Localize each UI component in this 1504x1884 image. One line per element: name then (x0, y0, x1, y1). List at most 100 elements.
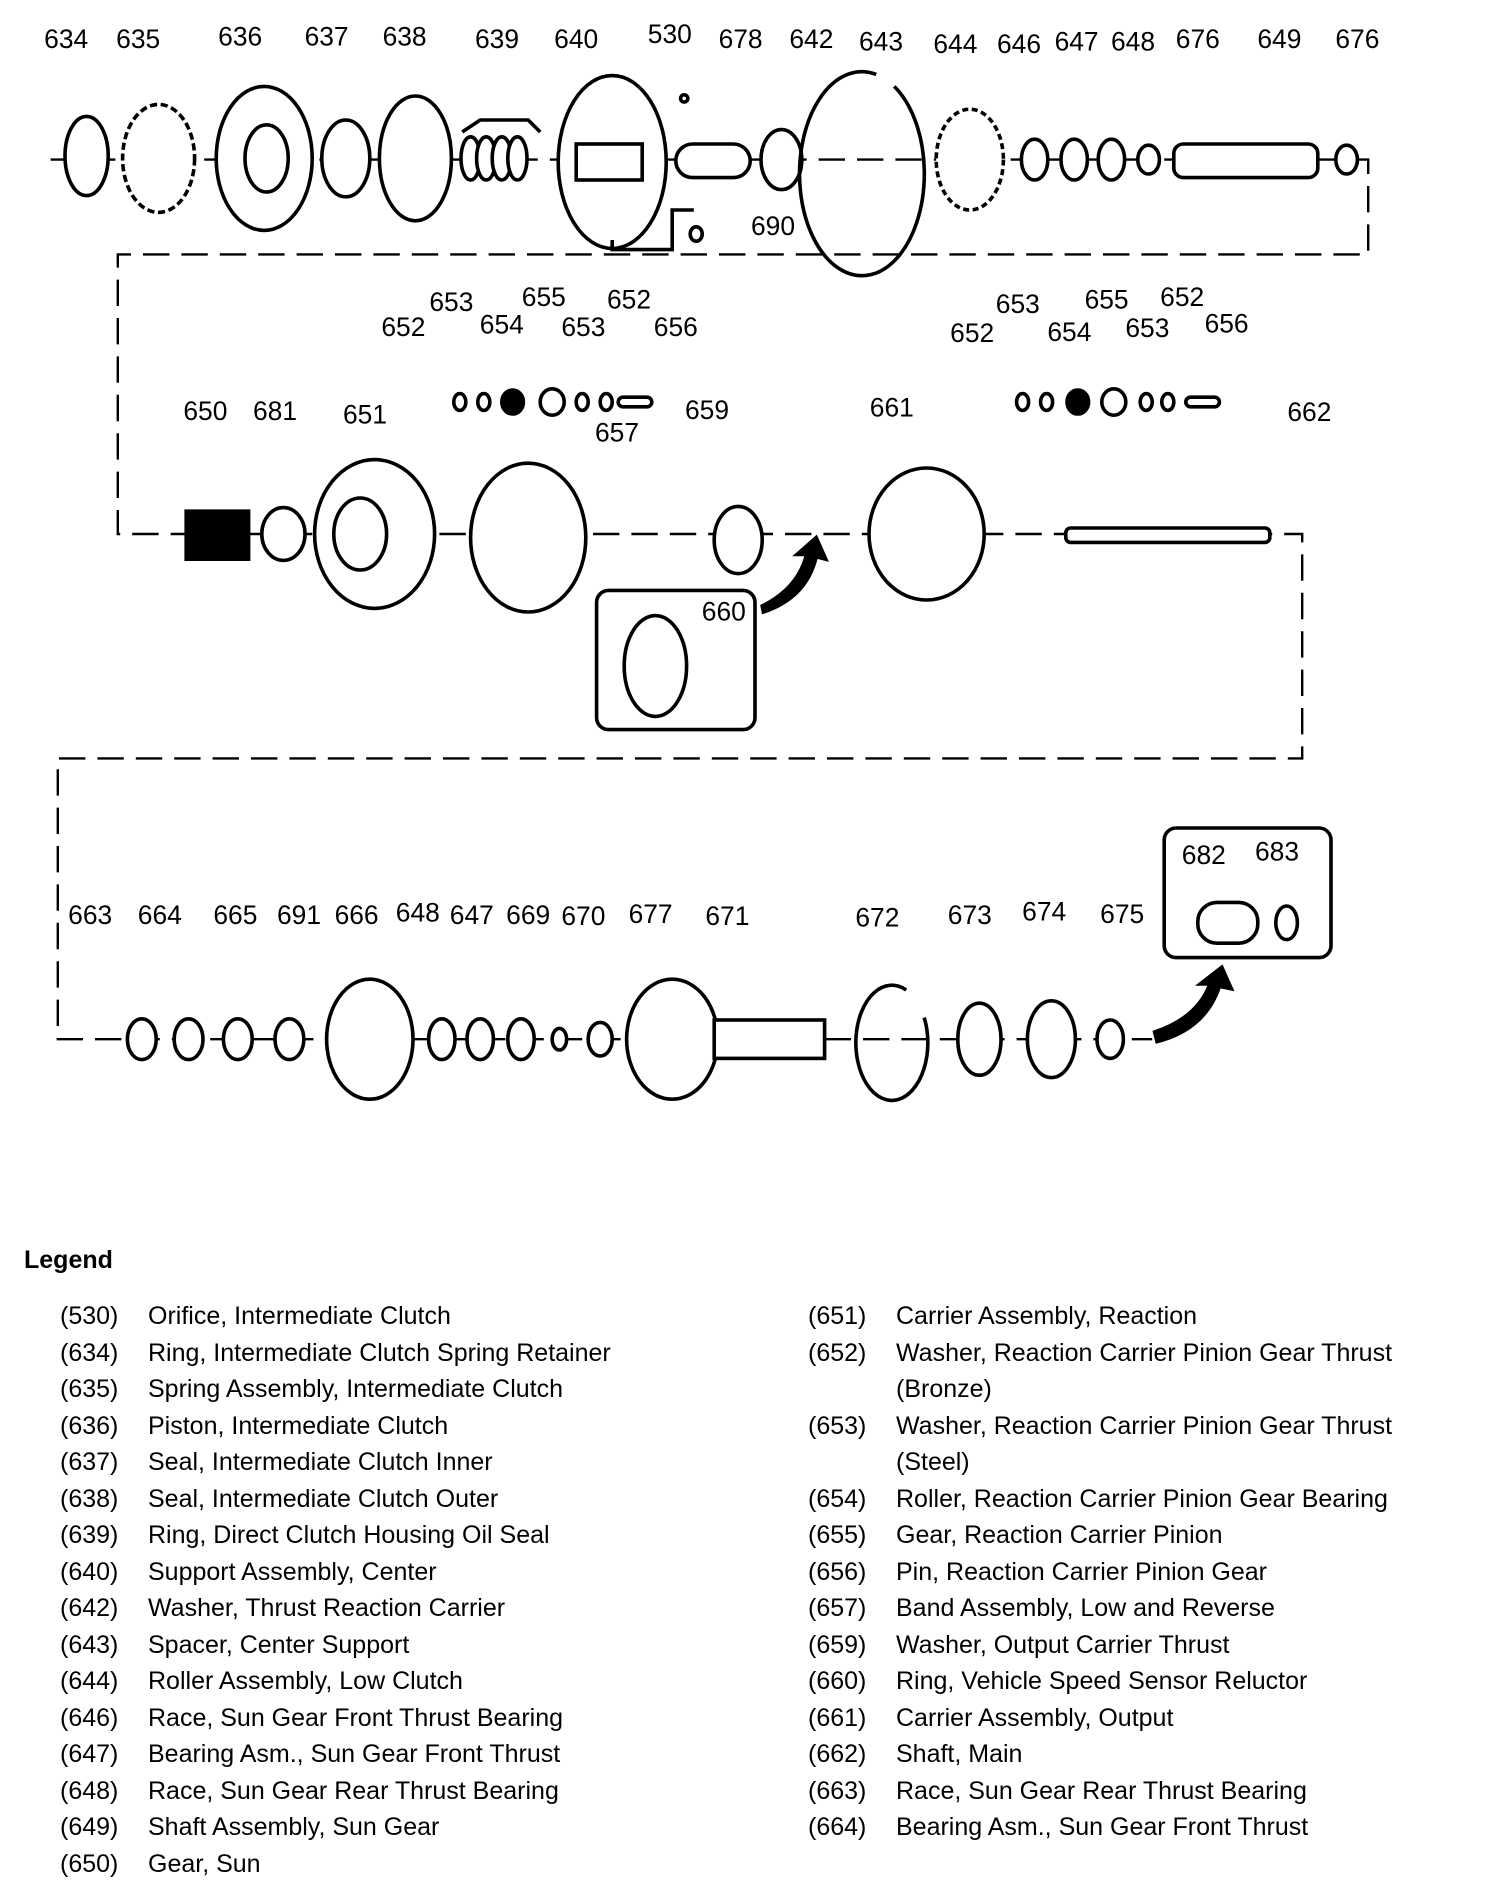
part-669 (505, 1017, 536, 1062)
callout-label: 642 (789, 24, 833, 54)
legend-number: (664) (808, 1813, 867, 1841)
legend-entry: (635)Spring Assembly, Intermediate Clutc… (60, 1371, 668, 1408)
legend-number: (655) (808, 1521, 867, 1549)
callout-label: 678 (719, 24, 763, 54)
legend-description: Carrier Assembly, Output (896, 1703, 1174, 1732)
legend-description: Race, Sun Gear Front Thrust Bearing (148, 1703, 564, 1732)
legend-entry: (637)Seal, Intermediate Clutch Inner (60, 1444, 668, 1481)
callout-label: 652 (607, 284, 651, 314)
legend-description: Roller, Reaction Carrier Pinion Gear Bea… (896, 1484, 1388, 1513)
callout-label: 674 (1022, 896, 1066, 926)
legend-entry: (659)Washer, Output Carrier Thrust (808, 1627, 1416, 1664)
callout-label: 652 (381, 312, 425, 342)
legend-entry: (662)Shaft, Main (808, 1736, 1416, 1773)
callout-label: 653 (429, 287, 473, 317)
callout-label: 683 (1255, 836, 1299, 866)
legend-entry: (530) Orifice, Intermediate Clutch (60, 1298, 668, 1335)
legend-number: (656) (808, 1557, 867, 1586)
callout-label: 647 (1055, 26, 1099, 56)
part-637-seal (319, 118, 372, 199)
legend-entry: (646)Race, Sun Gear Front Thrust Bearing (60, 1700, 668, 1737)
legend-number: (636) (60, 1411, 119, 1440)
callout-label: 676 (1335, 24, 1379, 54)
callout-label: 661 (870, 392, 914, 422)
legend-entry: (655) Gear, Reaction Carrier Pinion (808, 1517, 1416, 1554)
legend-description: Washer, Reaction Carrier Pinion Gear Thr… (896, 1338, 1393, 1404)
callout-label: 650 (183, 396, 227, 426)
callout-label: 656 (654, 312, 698, 342)
legend-number: (639) (60, 1521, 119, 1549)
callout-label: 647 (450, 900, 494, 930)
legend-entry: (648)Race, Sun Gear Rear Thrust Bearing (60, 1773, 668, 1810)
part-681 (259, 505, 307, 563)
part-682 (1196, 900, 1260, 945)
callout-label: 682 (1182, 840, 1226, 870)
legend-entry: (647)Bearing Asm., Sun Gear Front Thrust (60, 1736, 668, 1773)
part-634-ring (63, 114, 110, 198)
legend-description: Piston, Intermediate Clutch (148, 1411, 449, 1440)
legend-entry: (640)Support Assembly, Center (60, 1554, 668, 1591)
part-690 (688, 225, 704, 243)
callout-label: 651 (343, 400, 387, 430)
pinion-set-1 (451, 387, 654, 417)
callout-label: 646 (997, 29, 1041, 59)
callout-label: 655 (522, 282, 566, 312)
callout-label: 677 (629, 899, 673, 929)
legend-description: Ring, Vehicle Speed Sensor Reluctor (896, 1667, 1308, 1695)
legend-entry: (642)Washer, Thrust Reaction Carrier (60, 1590, 668, 1627)
legend-number: (649) (60, 1813, 119, 1841)
legend-entry: (649) Shaft Assembly, Sun Gear (60, 1809, 668, 1846)
callout-label: 663 (68, 900, 112, 930)
arrow-icon (760, 534, 829, 615)
callout-label: 652 (1160, 282, 1204, 312)
legend-number: (657) (808, 1594, 867, 1622)
legend-number: (661) (808, 1703, 867, 1732)
callout-label: 665 (213, 900, 257, 930)
legend-number: (530) (60, 1302, 119, 1330)
legend-description: Carrier Assembly, Reaction (896, 1302, 1198, 1330)
part-648-race (1096, 137, 1127, 182)
legend-description: Pin, Reaction Carrier Pinion Gear (896, 1557, 1267, 1586)
callout-label: 660 (702, 596, 746, 626)
callout-label: 659 (685, 395, 729, 425)
callout-label: 691 (277, 900, 321, 930)
legend-description: Seal, Intermediate Clutch Outer (148, 1484, 499, 1513)
part-660-reluctor-ring (622, 613, 689, 719)
legend-description: Orifice, Intermediate Clutch (148, 1302, 451, 1330)
callout-label: 648 (1111, 26, 1155, 56)
part-661-output-carrier (867, 466, 986, 602)
callout-label: 672 (855, 902, 899, 932)
legend-entry: (653)Washer, Reaction Carrier Pinion Gea… (808, 1408, 1416, 1481)
legend-entry: (663)Race, Sun Gear Rear Thrust Bearing (808, 1773, 1416, 1810)
part-646-race (1019, 137, 1050, 182)
legend-title: Legend (24, 1246, 113, 1274)
legend-description: Washer, Output Carrier Thrust (896, 1630, 1230, 1659)
legend-entry: (650)Gear, Sun (60, 1846, 668, 1883)
callout-label: 690 (751, 211, 795, 241)
legend-description: Support Assembly, Center (148, 1557, 437, 1586)
part-657-band (468, 461, 588, 614)
legend-entry: (639)Ring, Direct Clutch Housing Oil Sea… (60, 1517, 668, 1554)
legend-number: (660) (808, 1667, 867, 1695)
part-671-output-shaft (624, 977, 720, 1101)
callout-label: 655 (1085, 284, 1129, 314)
legend-description: Gear, Reaction Carrier Pinion (896, 1521, 1223, 1549)
legend-entry: (636) Piston, Intermediate Clutch (60, 1408, 668, 1445)
part-663-race (125, 1017, 158, 1062)
part-650-sun-gear (184, 509, 251, 561)
callout-label: 634 (44, 24, 88, 54)
legend-description: Shaft, Main (896, 1740, 1023, 1768)
legend-number: (635) (60, 1375, 119, 1403)
part-683 (1274, 904, 1300, 942)
part-648-race-2 (426, 1017, 457, 1062)
legend-description: Shaft Assembly, Sun Gear (148, 1813, 440, 1841)
part-675 (1095, 1018, 1126, 1061)
callout-label: 648 (396, 898, 440, 928)
part-691 (273, 1017, 306, 1062)
legend-description: Washer, Reaction Carrier Pinion Gear Thr… (896, 1411, 1393, 1477)
legend-description: Race, Sun Gear Rear Thrust Bearing (896, 1776, 1307, 1805)
part-664-bearing (172, 1017, 205, 1062)
legend-entry: (652)Washer, Reaction Carrier Pinion Gea… (808, 1335, 1416, 1408)
callout-label: 640 (554, 24, 598, 54)
